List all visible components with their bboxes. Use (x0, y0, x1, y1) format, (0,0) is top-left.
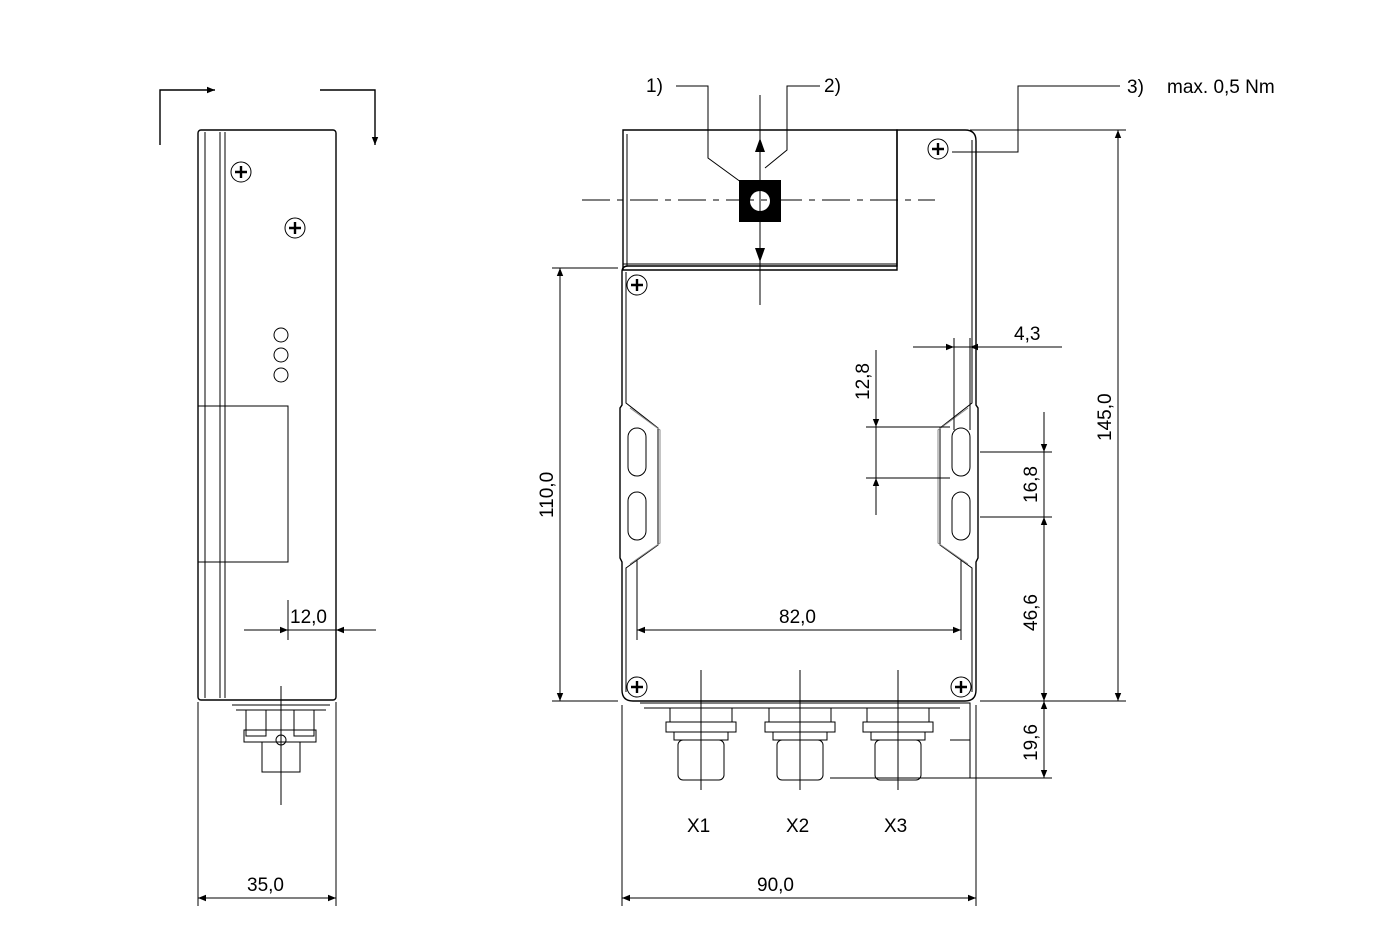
slot-right-bottom (951, 491, 971, 541)
led-3 (273, 367, 289, 383)
slot-right-top (951, 427, 971, 477)
led-2 (273, 347, 289, 363)
dim-height-total: 145,0 (1095, 393, 1116, 441)
side-label-area (197, 405, 289, 563)
callout-1: 1) (646, 76, 663, 97)
connector-label-x2: X2 (786, 816, 809, 837)
dim-slot-length: 12,8 (853, 363, 874, 400)
connector-x3 (862, 670, 934, 790)
screw-top-right (926, 137, 950, 161)
side-screw-1 (229, 160, 253, 184)
dim-height-lower: 110,0 (537, 472, 558, 518)
side-view: 12,0 35,0 (159, 86, 379, 906)
front-view: 1) 2) 3) max. 0,5 Nm (537, 76, 1275, 906)
section-arrow-right (320, 89, 379, 145)
side-screw-2 (283, 216, 307, 240)
section-arrow-left (159, 86, 215, 145)
top-module (622, 129, 898, 271)
callout-2: 2) (824, 76, 841, 97)
led-1 (273, 327, 289, 343)
screw-bottom-right (949, 675, 973, 699)
connector-x2 (764, 670, 836, 790)
dim-side-width: 35,0 (247, 875, 284, 896)
callout-3-note: max. 0,5 Nm (1167, 77, 1275, 98)
dim-slot-offset: 4,3 (1014, 324, 1040, 345)
side-connector (232, 686, 330, 805)
callout-3: 3) (1127, 77, 1144, 98)
dim-slot-pitch: 16,8 (1021, 466, 1042, 503)
dim-slot-spacing: 82,0 (779, 607, 816, 628)
screw-bottom-left (625, 675, 649, 699)
slot-left-top (627, 427, 647, 477)
slot-left-bottom (627, 491, 647, 541)
connector-label-x3: X3 (884, 816, 907, 837)
dim-slot-to-bottom: 46,6 (1021, 594, 1042, 631)
dim-side-offset: 12,0 (290, 607, 327, 628)
connector-x1 (665, 670, 737, 790)
dim-front-width: 90,0 (757, 875, 794, 896)
screw-mid-left (625, 273, 649, 297)
main-housing (619, 129, 979, 702)
dim-connector-depth: 19,6 (1021, 724, 1042, 761)
connector-label-x1: X1 (687, 816, 710, 837)
